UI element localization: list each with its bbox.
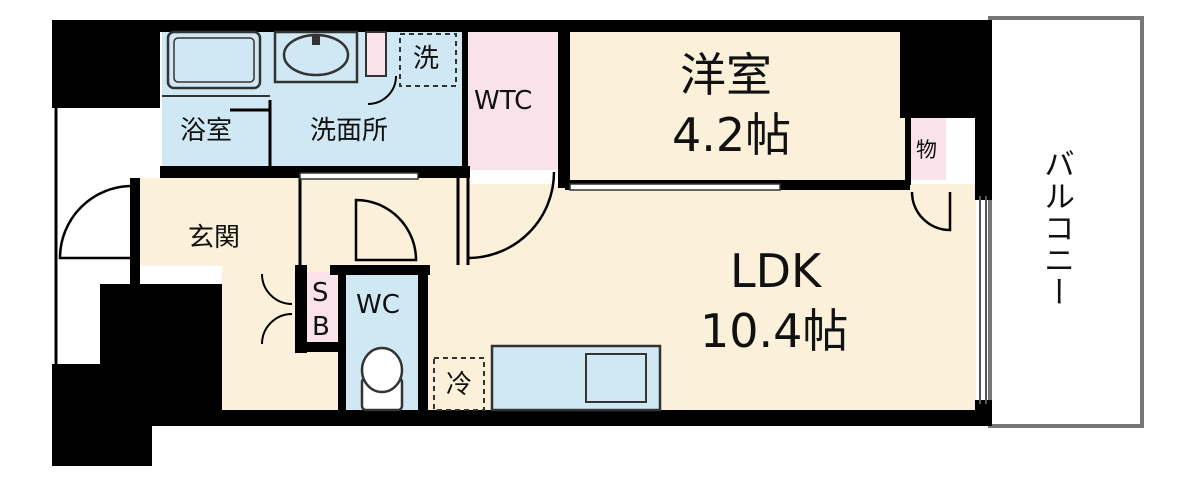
wtc-floor [466, 28, 566, 170]
wtc-label: WTC [474, 86, 533, 116]
walls [52, 20, 992, 466]
balcony-area [988, 16, 1144, 428]
shoebox-b-label: B [312, 312, 330, 342]
faucet [312, 35, 320, 45]
entrance-door-swing [58, 184, 133, 260]
fridge-label: 冷 [446, 370, 473, 400]
hall-door-swing [354, 198, 418, 262]
ldk-name: LDK [730, 244, 822, 298]
bathtub [166, 30, 262, 90]
fridge-space [433, 357, 485, 411]
western-room-name: 洋室 [680, 48, 772, 102]
washer-space [399, 33, 457, 87]
kitchen-sink [585, 353, 647, 403]
washer-label: 洗 [413, 44, 440, 74]
shoebox-floor [305, 272, 337, 344]
thin-partitions [136, 100, 470, 265]
kitchen-counter [490, 344, 662, 412]
ldk-door-swing [467, 171, 556, 260]
balcony-label: バルコニー [1038, 148, 1074, 308]
washroom-label: 洗面所 [310, 116, 389, 146]
entrance-tiles [138, 266, 222, 288]
wc-label: WC [356, 290, 400, 320]
storage-label: 物 [916, 138, 937, 162]
ldk-size: 10.4帖 [700, 304, 849, 358]
western-room-size: 4.2帖 [672, 108, 792, 162]
washroom-door-swing [367, 75, 397, 105]
window-strip [299, 172, 419, 180]
shoebox-s-label: S [312, 278, 329, 308]
wash-shelf [365, 31, 387, 77]
bathroom-floor [162, 28, 270, 170]
western-closet-doors [569, 183, 781, 191]
western-room-floor [568, 28, 906, 186]
bath-label: 浴室 [180, 116, 233, 146]
hall-floor [138, 178, 468, 270]
toilet-bowl [360, 346, 404, 394]
storage-door-swing [910, 191, 952, 232]
shoebox-door-swing [261, 273, 293, 345]
bathtub-inner [173, 37, 255, 83]
wash-basin [273, 30, 359, 84]
entrance-label: 玄関 [188, 223, 241, 253]
storage-floor [906, 118, 946, 180]
